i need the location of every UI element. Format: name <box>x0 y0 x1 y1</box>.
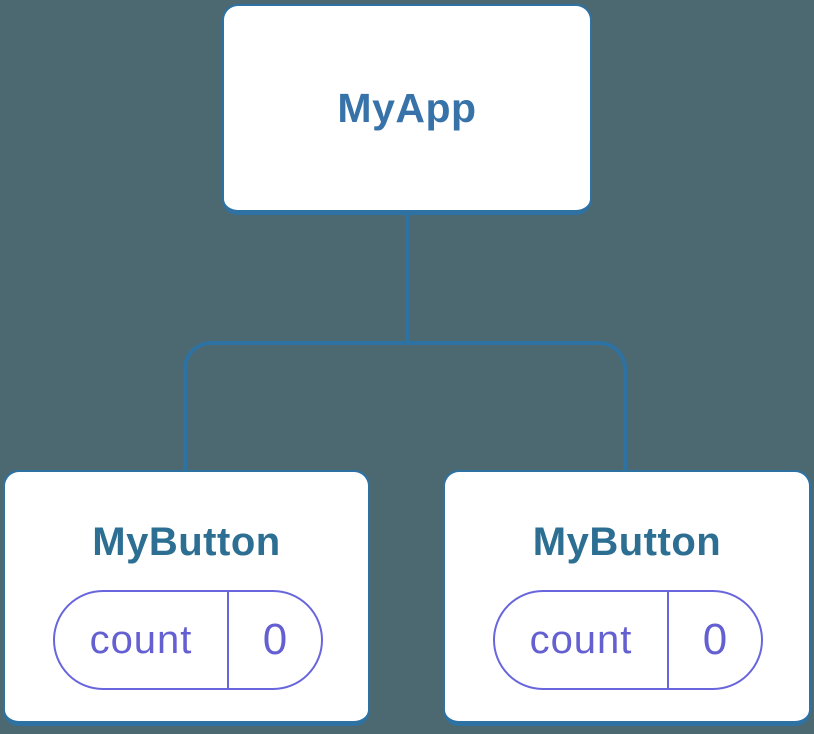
node-mybutton-1: MyButton count 0 <box>3 470 370 726</box>
node-myapp-label: MyApp <box>337 84 477 131</box>
node-mybutton-1-label: MyButton <box>92 520 281 564</box>
node-myapp: MyApp <box>222 4 592 215</box>
state-value: 0 <box>702 615 728 664</box>
state-pill-2: count 0 <box>493 590 763 690</box>
state-key-label: count <box>89 617 193 662</box>
pill-divider <box>667 592 669 688</box>
state-value: 0 <box>262 615 288 664</box>
state-key-label: count <box>529 617 633 662</box>
node-mybutton-2-label: MyButton <box>532 520 722 564</box>
connector-branch-bracket <box>183 341 627 470</box>
state-pill-1: count 0 <box>53 590 323 690</box>
connector-stem-line <box>405 214 409 345</box>
pill-divider <box>227 592 229 688</box>
node-mybutton-2: MyButton count 0 <box>443 470 811 726</box>
